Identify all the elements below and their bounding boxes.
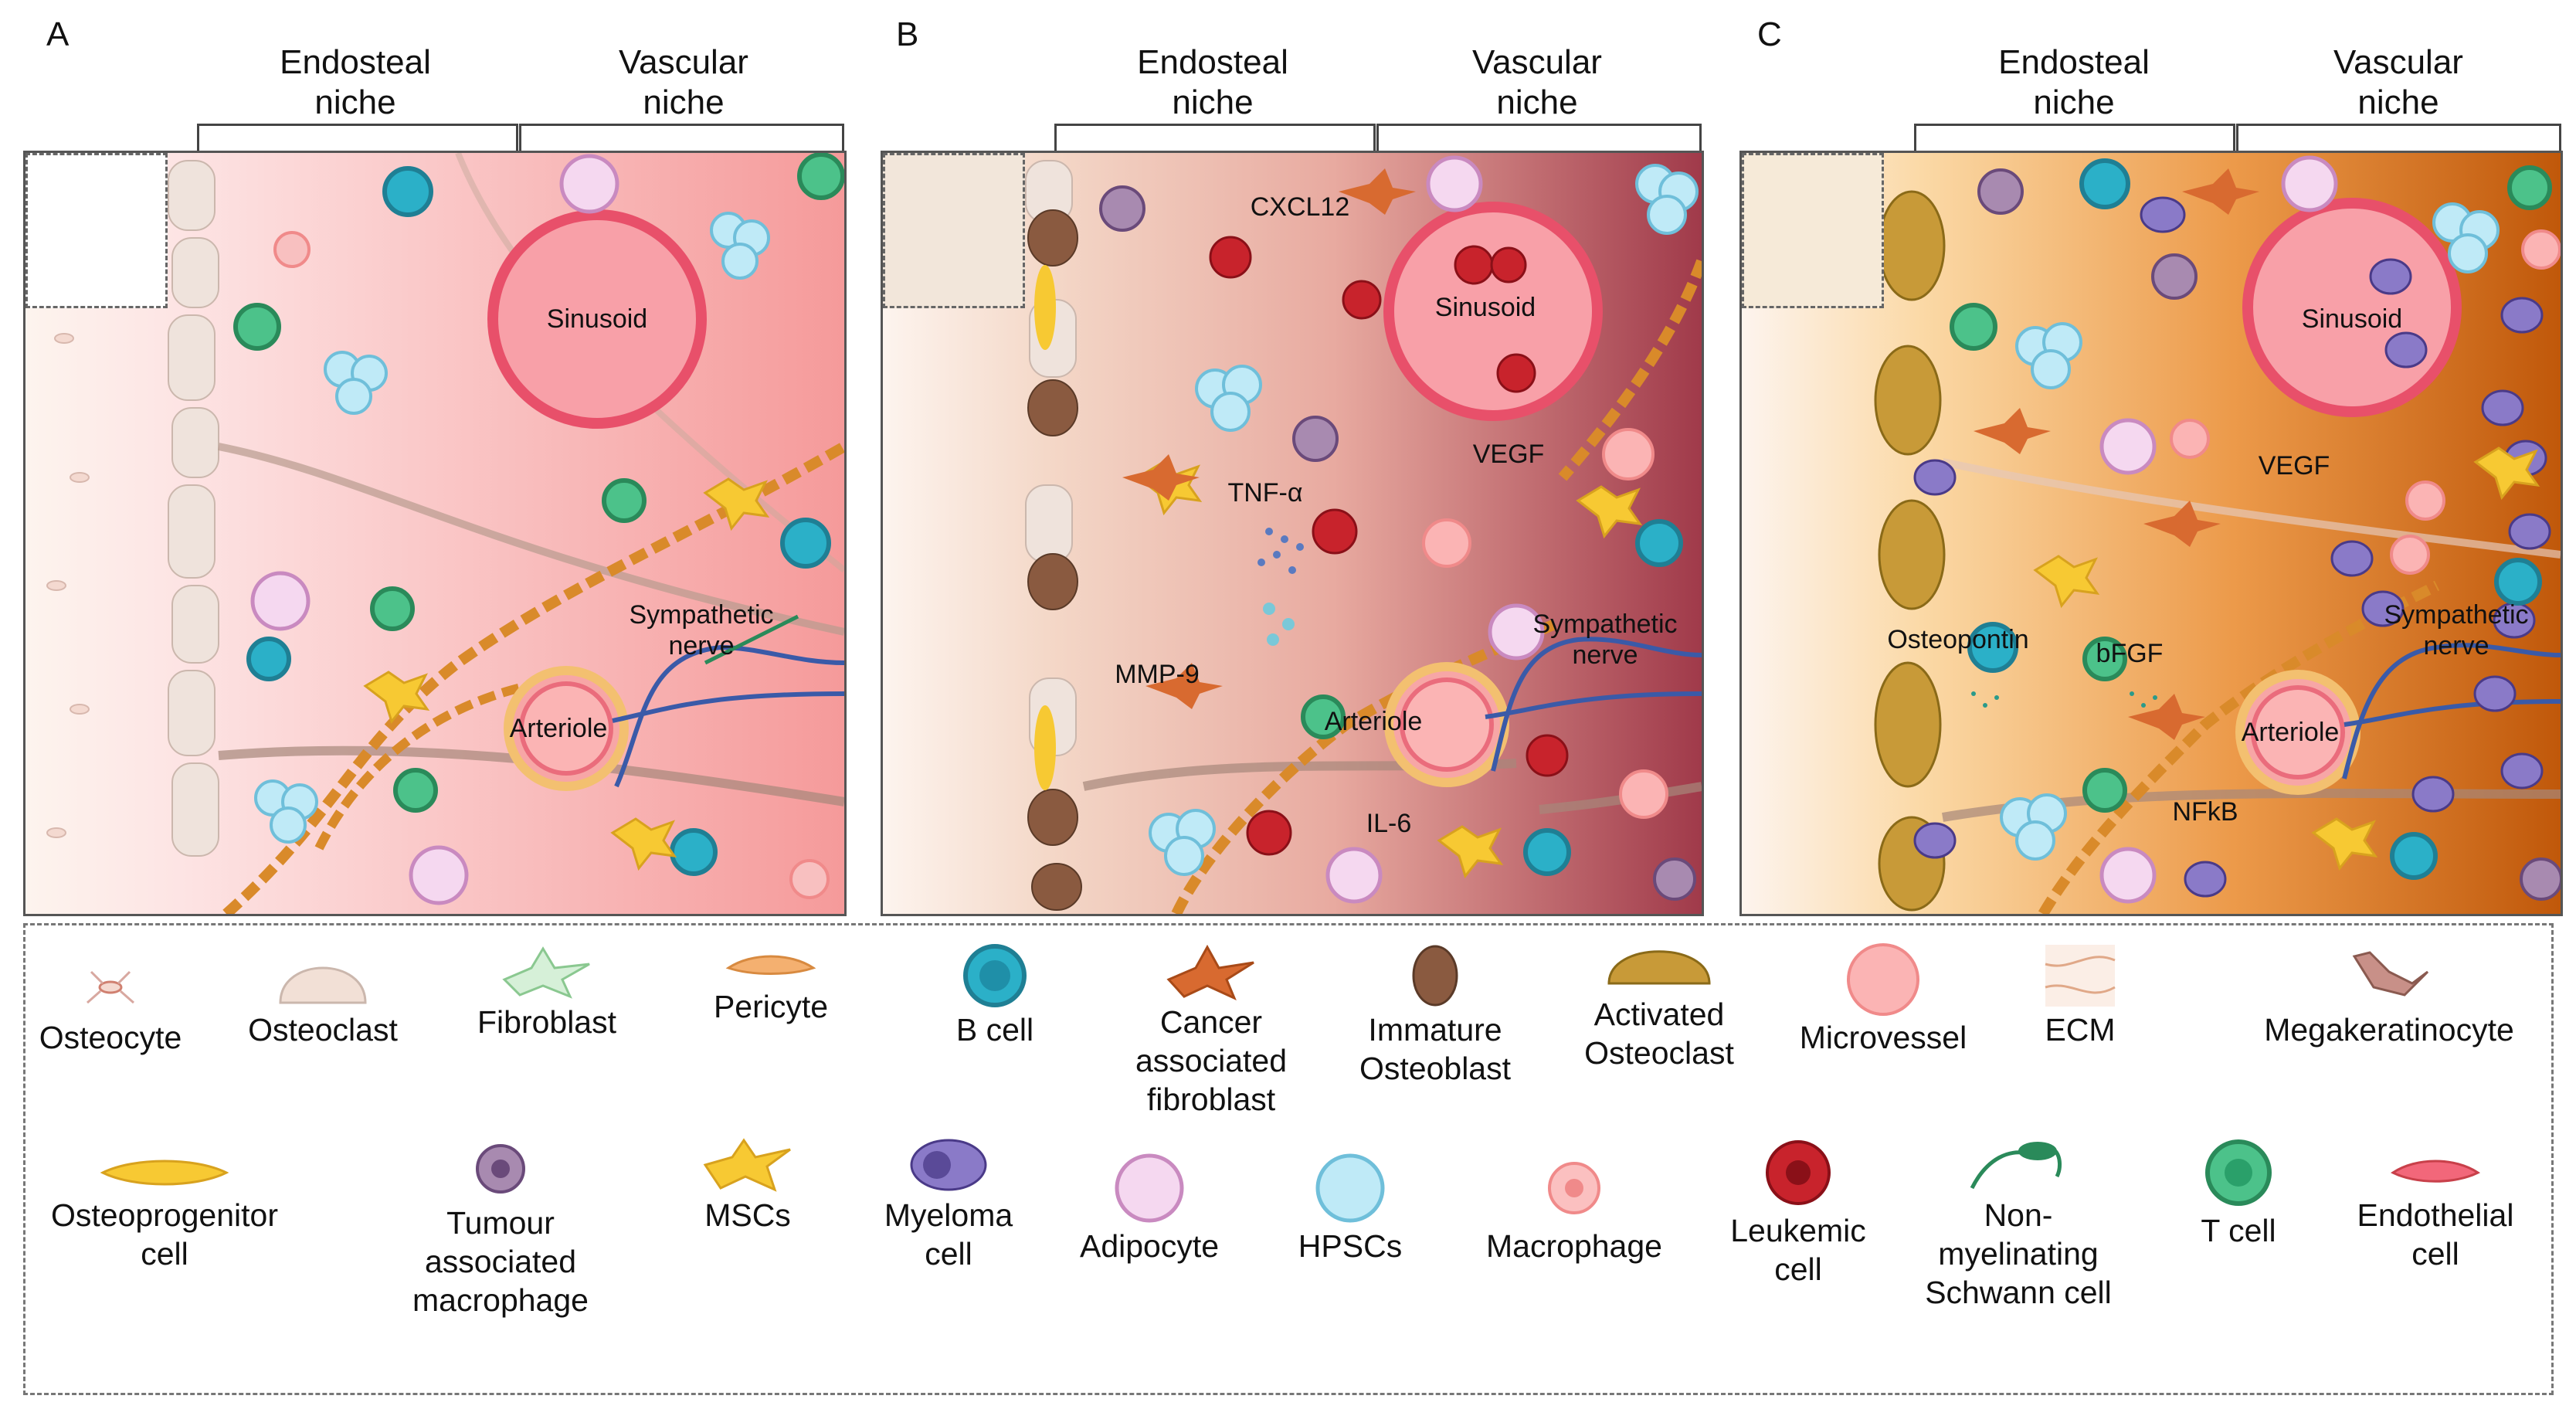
panel-a-endosteal-label: Endosteal niche: [280, 43, 431, 121]
hpscs-icon: [1315, 1153, 1385, 1223]
panel-c-bone-inset: [1742, 153, 1884, 308]
panel-c-endosteal-bracket: [1914, 124, 2235, 152]
legend-cancer-associated-fibroblast: Cancer associated fibroblast: [1111, 941, 1312, 1119]
panel-a-nerve-label: Sympathetic nerve: [629, 600, 774, 660]
legend-t-cell: T cell: [2138, 1134, 2339, 1250]
panel-c-vegf-label: VEGF: [2258, 451, 2330, 480]
schwann-cell-icon: [1970, 1142, 2062, 1190]
panel-b-vascular-label: Vascular niche: [1472, 43, 1602, 121]
panel-b-mmp9-label: MMP-9: [1115, 660, 1200, 689]
legend-megakeratinocyte: Megakeratinocyte: [2258, 941, 2520, 1049]
panel-a-bone-inset: [25, 153, 168, 308]
panel-a-vascular-label: Vascular niche: [619, 43, 748, 121]
t-cell-icon: [2205, 1139, 2272, 1206]
panel-b-endosteal-bracket: [1054, 124, 1376, 152]
osteoclast-icon: [279, 966, 367, 1004]
panel-c-nerve-label: Sympathetic nerve: [2384, 600, 2529, 660]
panel-b-endosteal-label: Endosteal niche: [1137, 43, 1288, 121]
legend-macrophage: Macrophage: [1474, 1149, 1675, 1265]
panel-b-nerve-label: Sympathetic nerve: [1532, 610, 1678, 670]
legend-hpscs: HPSCs: [1250, 1149, 1451, 1265]
legend-pericyte: Pericyte: [670, 941, 871, 1026]
panel-a: Sinusoid Arteriole Sympathetic nerve: [23, 151, 847, 916]
fibroblast-icon: [502, 946, 590, 999]
legend: Osteocyte Osteoclast Fibroblast Pericyte…: [23, 923, 2554, 1395]
panel-a-vascular-bracket: [519, 124, 844, 152]
panel-c-vascular-label: Vascular niche: [2333, 43, 2463, 121]
legend-myeloma-cell: Myeloma cell: [848, 1134, 1049, 1273]
legend-activated-osteoclast: Activated Osteoclast: [1559, 925, 1760, 1072]
panel-c-sinusoid-label: Sinusoid: [2301, 304, 2403, 334]
b-cell-icon: [963, 944, 1027, 1007]
panel-b: Sinusoid Arteriole Sympathetic nerve CXC…: [881, 151, 1704, 916]
legend-endothelial-cell: Endothelial cell: [2335, 1149, 2536, 1273]
panel-c-arteriole-label: Arteriole: [2241, 718, 2340, 747]
ecm-icon: [2045, 945, 2116, 1007]
myeloma-cell-icon: [910, 1139, 987, 1191]
panel-b-vegf-label: VEGF: [1472, 440, 1545, 469]
legend-osteoclast: Osteoclast: [222, 941, 423, 1049]
macrophage-icon: [1548, 1162, 1600, 1214]
legend-mscs: MSCs: [647, 1134, 848, 1234]
panel-c-vascular-bracket: [2236, 124, 2561, 152]
osteocyte-icon: [87, 970, 134, 1004]
panel-c-osteopontin-label: Osteopontin: [1887, 625, 2029, 654]
leukemic-cell-icon: [1766, 1140, 1831, 1205]
panel-c: Sinusoid Arteriole Sympathetic nerve VEG…: [1739, 151, 2563, 916]
panel-b-vascular-bracket: [1376, 124, 1702, 152]
panel-a-sinusoid-label: Sinusoid: [546, 304, 648, 334]
panel-c-nfkb-label: NFkB: [2172, 797, 2238, 827]
panel-b-bone-inset: [883, 153, 1025, 308]
panel-b-letter: B: [896, 15, 919, 53]
pericyte-icon: [725, 955, 816, 975]
panel-b-il6-label: IL-6: [1366, 809, 1412, 838]
tumour-associated-macrophage-icon: [476, 1144, 525, 1194]
panel-a-endosteal-bracket: [197, 124, 518, 152]
panel-a-letter: A: [46, 15, 70, 53]
mscs-icon: [703, 1138, 791, 1192]
legend-ecm: ECM: [1980, 941, 2181, 1049]
legend-schwann-cell: Non- myelinating Schwann cell: [1902, 1134, 2134, 1312]
osteoprogenitor-cell-icon: [100, 1160, 229, 1186]
panel-c-bfgf-label: bFGF: [2096, 639, 2164, 668]
cancer-associated-fibroblast-icon: [1166, 944, 1254, 1000]
legend-leukemic-cell: Leukemic cell: [1698, 1134, 1899, 1289]
panel-c-endosteal-label: Endosteal niche: [1998, 43, 2150, 121]
legend-adipocyte: Adipocyte: [1049, 1149, 1250, 1265]
panel-b-tnfa-label: TNF-α: [1227, 478, 1303, 508]
megakeratinocyte-icon: [2352, 951, 2429, 997]
panel-b-cxcl12-label: CXCL12: [1250, 192, 1350, 222]
activated-osteoclast-icon: [1607, 950, 1711, 985]
legend-tumour-associated-macrophage: Tumour associated macrophage: [400, 1134, 601, 1319]
legend-microvessel: Microvessel: [1783, 941, 1984, 1057]
immature-osteoblast-icon: [1412, 945, 1458, 1007]
endothelial-cell-icon: [2391, 1160, 2480, 1183]
panel-b-arteriole-label: Arteriole: [1324, 707, 1423, 736]
legend-fibroblast: Fibroblast: [446, 941, 647, 1041]
panel-c-letter: C: [1757, 15, 1782, 53]
legend-osteocyte: Osteocyte: [10, 956, 211, 1057]
legend-osteoprogenitor-cell: Osteoprogenitor cell: [41, 1149, 288, 1273]
panel-a-arteriole-label: Arteriole: [509, 714, 608, 743]
microvessel-icon: [1847, 943, 1919, 1016]
legend-b-cell: B cell: [894, 941, 1095, 1049]
panel-a-illustration: [25, 153, 844, 914]
panel-b-sinusoid-label: Sinusoid: [1434, 293, 1536, 322]
adipocyte-icon: [1115, 1153, 1184, 1223]
legend-immature-osteoblast: Immature Osteoblast: [1335, 941, 1536, 1088]
